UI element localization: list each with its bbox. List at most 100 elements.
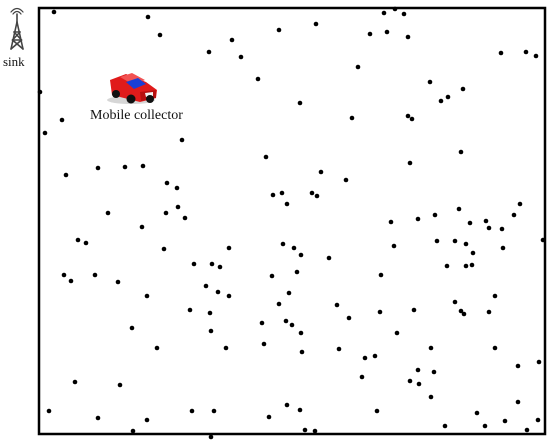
sensor-node (266, 414, 272, 420)
sensor-node (122, 164, 128, 170)
sensor-node (498, 50, 504, 56)
sensor-node (140, 163, 146, 169)
sensor-node (211, 408, 217, 414)
sensor-node (189, 408, 195, 414)
sensor-node (346, 315, 352, 321)
sensor-node (523, 49, 529, 55)
sensor-node (427, 79, 433, 85)
sensor-node (215, 289, 221, 295)
sensor-node (130, 428, 136, 434)
sensor-node (445, 94, 451, 100)
sensor-node (117, 382, 123, 388)
sensor-node (428, 394, 434, 400)
sensor-node (502, 418, 508, 424)
sensor-node (458, 149, 464, 155)
sensor-node (229, 37, 235, 43)
sensor-node (263, 154, 269, 160)
sensor-node (407, 378, 413, 384)
sensor-node (259, 320, 265, 326)
sensor-node (191, 261, 197, 267)
sensor-node (416, 381, 422, 387)
sensor-node (355, 64, 361, 70)
sensor-node (362, 355, 368, 361)
sensor-node (467, 220, 473, 226)
sensor-node (482, 423, 488, 429)
sensor-node (284, 402, 290, 408)
sensor-node (359, 374, 365, 380)
sensor-node (61, 272, 67, 278)
sensor-node (92, 272, 98, 278)
sensor-node (461, 311, 467, 317)
sensor-node (349, 115, 355, 121)
sensor-node (291, 245, 297, 251)
sensor-node (286, 290, 292, 296)
sensor-node (63, 172, 69, 178)
sensor-node (517, 201, 523, 207)
sensor-node (298, 252, 304, 258)
sensor-node (309, 190, 315, 196)
sensor-node (409, 116, 415, 122)
sensor-node (492, 293, 498, 299)
sensor-node (294, 269, 300, 275)
sensor-node (269, 273, 275, 279)
sensor-node (524, 427, 530, 433)
sensor-node (226, 293, 232, 299)
sensor-node (255, 76, 261, 82)
sensor-node (238, 54, 244, 60)
sensor-node (407, 160, 413, 166)
field-boundary (37, 6, 547, 436)
sensor-node (486, 225, 492, 231)
sensor-node (452, 299, 458, 305)
sensor-node (46, 408, 52, 414)
sensor-node (474, 410, 480, 416)
sensor-node (463, 241, 469, 247)
sensor-node (302, 427, 308, 433)
sensor-node (164, 180, 170, 186)
sensor-node (392, 6, 398, 12)
sensor-node (163, 210, 169, 216)
sensor-node (411, 307, 417, 313)
red-car-icon (107, 73, 157, 104)
sensor-node (289, 322, 295, 328)
sensor-node (452, 238, 458, 244)
sensor-node (129, 325, 135, 331)
sensor-node (42, 130, 48, 136)
sensor-node (182, 215, 188, 221)
sensor-node (442, 423, 448, 429)
sensor-node (144, 417, 150, 423)
sensor-node (374, 408, 380, 414)
sensor-node (511, 212, 517, 218)
sensor-node (139, 224, 145, 230)
sensor-node (208, 328, 214, 334)
sensor-node (499, 226, 505, 232)
sensor-node (145, 14, 151, 20)
sensor-node (314, 193, 320, 199)
sensor-node (405, 113, 411, 119)
sensor-node (384, 29, 390, 35)
sensor-node (336, 346, 342, 352)
sensor-node (115, 279, 121, 285)
sensor-nodes (37, 6, 546, 440)
sensor-node (415, 367, 421, 373)
sensor-node (299, 349, 305, 355)
sensor-node (51, 9, 57, 15)
sensor-node (312, 428, 318, 434)
sensor-node (334, 302, 340, 308)
sensor-node (226, 245, 232, 251)
sensor-node (405, 34, 411, 40)
sensor-node (161, 246, 167, 252)
sensor-node (297, 407, 303, 413)
sink-label: sink (3, 54, 25, 69)
sensor-node (456, 206, 462, 212)
sensor-node (208, 434, 214, 440)
sensor-node (540, 237, 546, 243)
collector-label: Mobile collector (90, 108, 183, 123)
sensor-node (157, 32, 163, 38)
sensor-node (284, 201, 290, 207)
sensor-node (270, 192, 276, 198)
sensor-node (326, 255, 332, 261)
sensor-node (144, 293, 150, 299)
sensor-node (105, 210, 111, 216)
sensor-node (203, 283, 209, 289)
